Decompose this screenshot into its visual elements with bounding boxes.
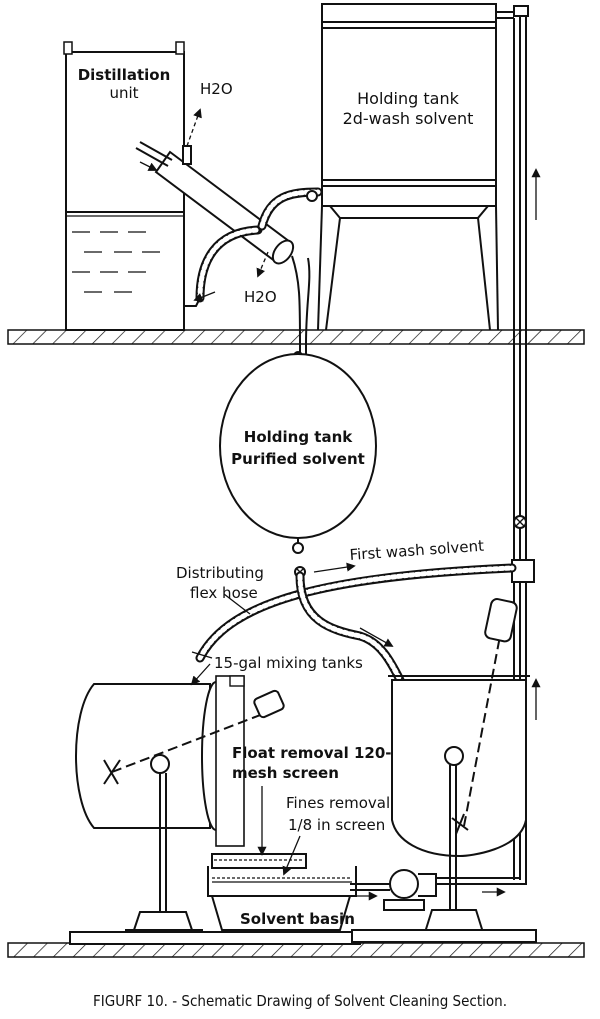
float-removal-label-line2: mesh screen	[232, 764, 339, 782]
holding-tank-2d-label-line1: Holding tank	[357, 89, 459, 108]
distillation-unit	[63, 41, 185, 331]
h2o-in-label: H2O	[200, 80, 233, 98]
holding-tank-purified-label-line2: Purified solvent	[231, 450, 365, 468]
solvent-basin-label: Solvent basin	[240, 910, 355, 928]
fines-removal-label-line1: Fines removal	[286, 794, 390, 812]
left-mixing-tank	[75, 675, 285, 943]
right-mixing-tank	[388, 598, 530, 943]
first-wash-hose	[295, 562, 405, 685]
mixing-tanks-label: 15-gal mixing tanks	[214, 654, 363, 672]
first-wash-label: First wash solvent	[349, 537, 485, 564]
distillation-label-line1: Distillation	[78, 66, 171, 84]
distributing-label-line1: Distributing	[176, 564, 264, 582]
holding-tank-2d-label-line2: 2d-wash solvent	[343, 109, 474, 128]
distillation-label-line2: unit	[109, 84, 138, 102]
condensate-pipe	[291, 255, 301, 356]
lower-floor	[7, 942, 585, 958]
float-removal-label-line1: Float removal 120-	[232, 744, 392, 762]
holding-tank-purified	[219, 351, 377, 554]
fines-screen	[207, 866, 357, 897]
pump	[350, 869, 537, 943]
liquid-level-lines	[72, 231, 160, 293]
holding-tank-2d-wash	[306, 3, 499, 331]
fines-removal-label-line2: 1/8 in screen	[288, 816, 385, 834]
distributing-label-line2: flex hose	[190, 584, 258, 602]
h2o-out-label: H2O	[244, 288, 277, 306]
holding-tank-purified-label-line1: Holding tank	[244, 428, 353, 446]
solvent-basin	[69, 895, 361, 945]
upper-floor	[7, 329, 585, 345]
figure-caption: FIGURF 10. - Schematic Drawing of Solven…	[93, 992, 507, 1010]
